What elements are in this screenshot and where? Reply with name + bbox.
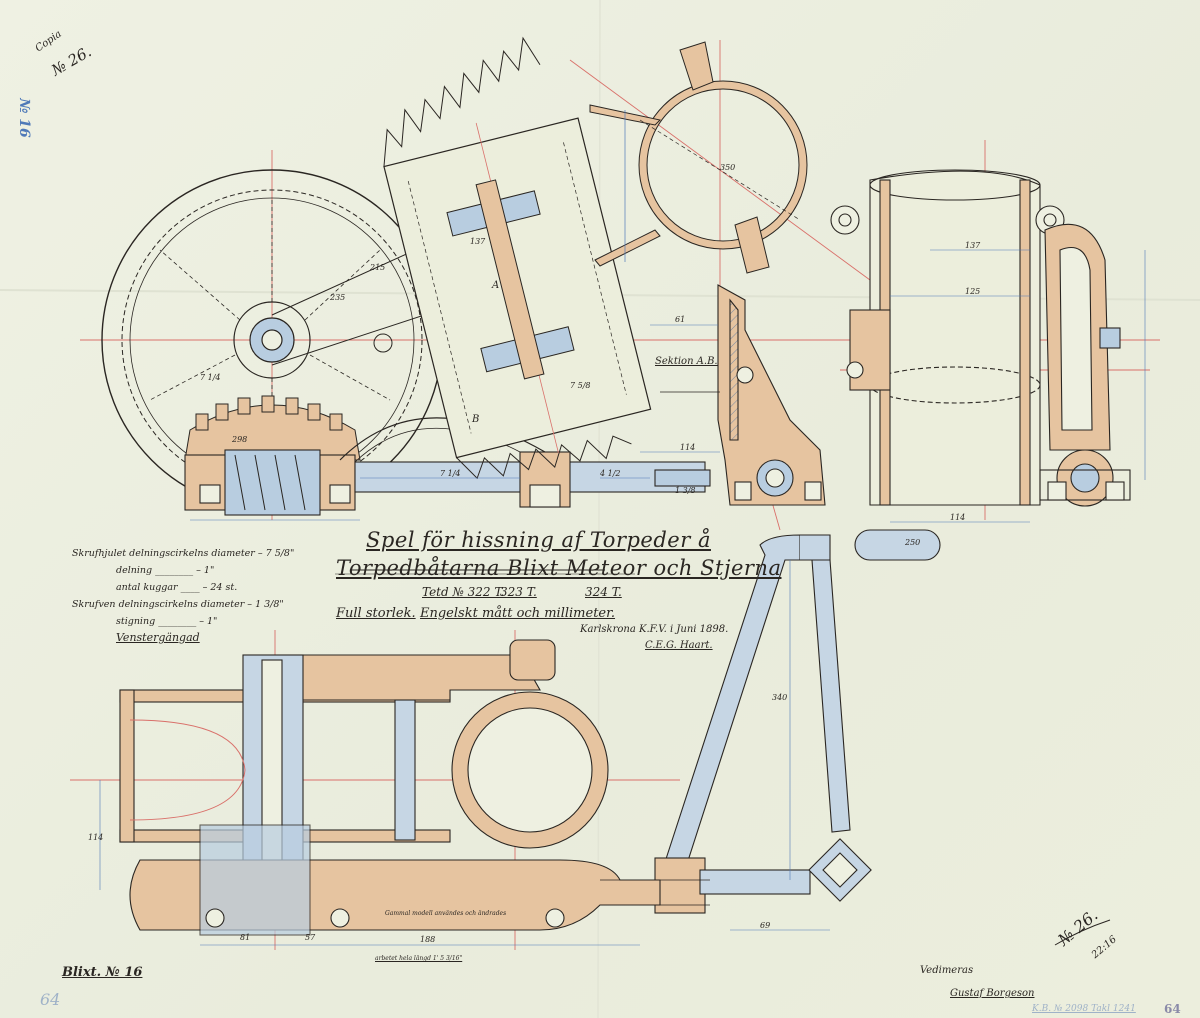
build-number-1: Tetd № 322 T. (422, 585, 505, 599)
dim-label: 235 (329, 293, 345, 302)
title-line-2: Torpedbåtarna Blixt Meteor och Stjerna (336, 556, 782, 580)
spec-notes: Skrufhjulet delningscirkelns diameter – … (72, 548, 295, 644)
section-mark-a: A (492, 280, 500, 291)
dim-label: 250 (904, 538, 920, 547)
spec-row: Skrufhjulet delningscirkelns diameter – … (72, 548, 295, 559)
faint-number: 64 (40, 990, 61, 1009)
draftsman-signature: C.E.G. Haart. (645, 640, 713, 651)
spec-value: 24 st. (210, 582, 238, 593)
sheet-reference: Blixt. № 16 (62, 965, 143, 980)
spec-label: Venstergängad (116, 631, 200, 644)
spec-label: Skrufven delningscirkelns diameter (72, 599, 245, 610)
spec-row: delning ________ – 1" (116, 565, 215, 576)
spec-label: stigning (116, 616, 156, 627)
spec-label: delning (116, 565, 153, 576)
dim-label: 188 (420, 935, 435, 944)
dim-label: 69 (760, 921, 770, 930)
dim-label: 7 1/4 (200, 373, 221, 382)
section-mark-b: B (472, 414, 480, 425)
dimension-lines (99, 249, 1146, 946)
dim-label: 7 1/4 (440, 469, 461, 478)
blue-stamp-number: № 16 (15, 98, 32, 138)
section-label: Sektion A.B. (655, 356, 718, 367)
spec-label: antal kuggar (116, 582, 178, 593)
overall-length-note: arbetet hela längd 1' 5 3/16" (375, 955, 463, 962)
dim-label: 340 (772, 693, 787, 702)
plan-view (119, 639, 710, 936)
dim-label: 137 (470, 237, 486, 246)
dim-label: 114 (680, 443, 695, 452)
bottom-note: Gammal modell användes och ändrades (385, 910, 507, 917)
dim-label: 114 (950, 513, 965, 522)
dim-label: 57 (305, 933, 316, 942)
dim-label: 137 (965, 241, 981, 250)
units-note: Engelskt mått och millimeter. (420, 606, 616, 621)
spec-value: 1" (206, 616, 218, 627)
dim-label: 7 5/8 (570, 381, 591, 390)
gear-segment (184, 395, 361, 461)
end-view (830, 169, 1131, 507)
scale-note: Full storlek. (336, 606, 416, 621)
spec-value: 7 5/8" (265, 548, 295, 559)
spec-value: 1" (203, 565, 215, 576)
stamp-flourish (1054, 919, 1111, 946)
approval-signature: Gustaf Borgeson (950, 988, 1035, 999)
dim-label: 350 (720, 163, 735, 172)
archive-page: 64 (1164, 1002, 1181, 1016)
torpedo-cradle (383, 36, 652, 480)
title-line-1: Spel för hissning af Torpeder å (366, 528, 711, 552)
dim-label: 61 (675, 315, 685, 324)
dim-label: 215 (369, 263, 385, 272)
dim-label: 1 3/8 (675, 486, 696, 495)
section-ab-bracket (660, 284, 826, 506)
spec-value: 1 3/8" (255, 599, 284, 610)
spec-row: Venstergängad (116, 631, 272, 644)
title-underlines (335, 569, 635, 575)
build-number-3: 324 T. (585, 585, 622, 599)
clamp-ring-view (589, 41, 808, 274)
archive-reference: K.B. № 2098 Takl 1241 (1032, 1004, 1136, 1014)
spec-row: stigning ________ – 1" (116, 616, 218, 627)
worm-shaft (339, 417, 711, 508)
paper-fold (597, 0, 601, 1018)
hand-lever (654, 529, 941, 914)
worm-housing (184, 449, 356, 516)
approval-text: Vedimeras (920, 965, 974, 976)
dim-label: 125 (965, 287, 980, 296)
spec-label: Skrufhjulet delningscirkelns diameter (72, 548, 255, 559)
build-number-2: 323 T. (500, 585, 537, 599)
dim-label: 298 (231, 435, 247, 444)
dim-label: 81 (240, 933, 250, 942)
place-date: Karlskrona K.F.V. i Juni 1898. (580, 624, 729, 635)
dim-label: 114 (88, 833, 103, 842)
spec-row: antal kuggar ____ – 24 st. (116, 582, 238, 593)
dim-label: 4 1/2 (599, 469, 621, 478)
spec-row: Skrufven delningscirkelns diameter – 1 3… (72, 599, 284, 610)
